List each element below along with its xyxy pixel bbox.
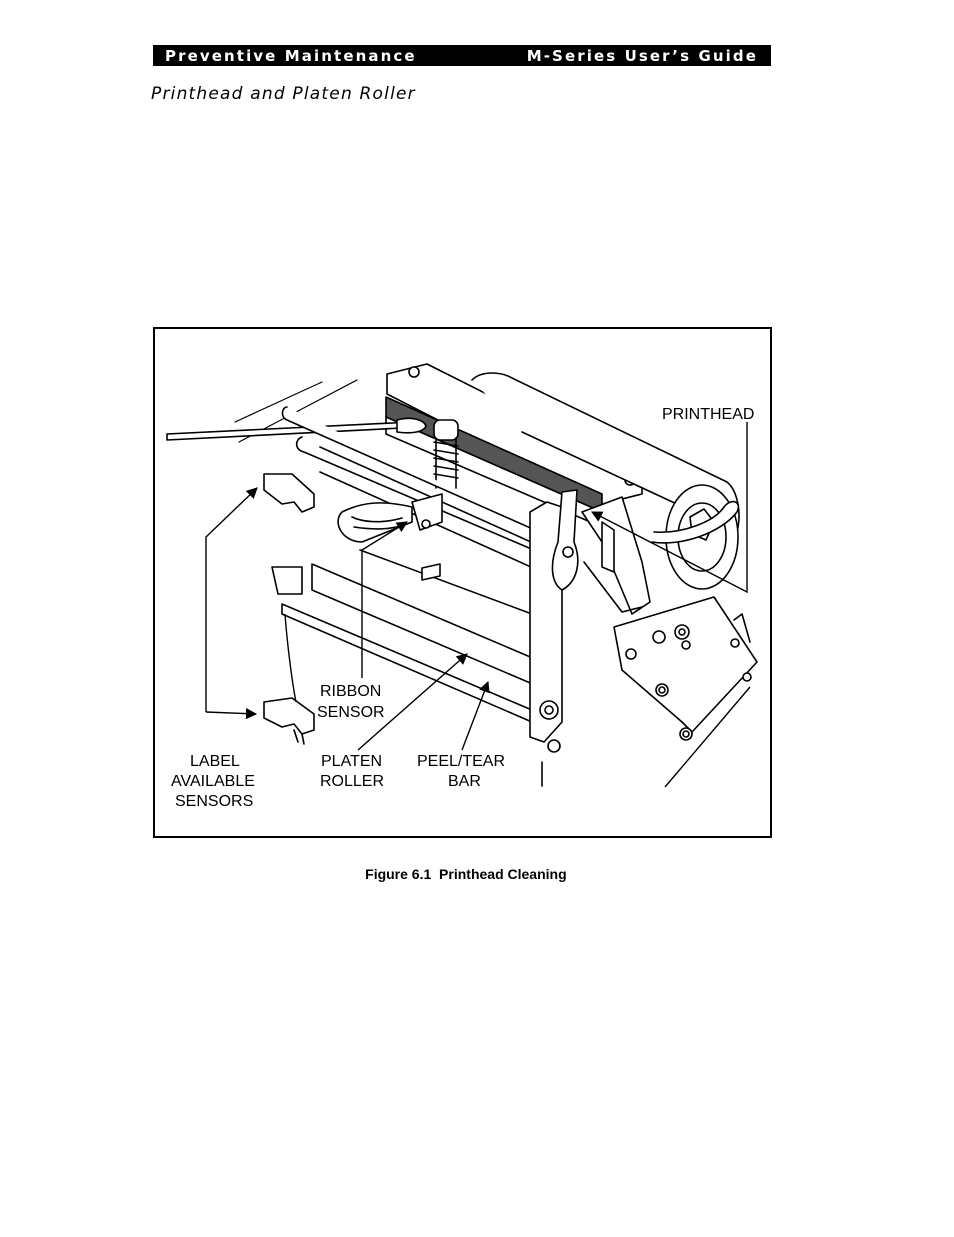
side-plate [613,596,758,733]
label-peel-tear-2: BAR [448,773,481,790]
printhead-top-plate [386,363,643,505]
label-platen-2: ROLLER [320,773,384,790]
label-platen-1: PLATEN [321,753,382,770]
figure-frame: PRINTHEAD RIBBON SENSOR LABEL AVAILABLE … [153,327,772,838]
upper-label-sensor [263,473,315,513]
label-peel-tear-1: PEEL/TEAR [417,753,505,770]
label-label-sensors-1: LABEL [190,753,240,770]
upper-roller [471,372,740,533]
header-guide-name: M-Series User’s Guide [526,46,758,65]
section-title: Printhead and Platen Roller [151,84,416,104]
release-lever [551,489,579,591]
cleaning-swab [166,421,423,441]
label-ribbon-sensor-1: RIBBON [320,683,381,700]
label-label-sensors-3: SENSORS [175,793,253,810]
page-header: Preventive Maintenance M-Series User’s G… [153,45,771,66]
label-printhead: PRINTHEAD [662,406,754,423]
label-label-sensors-2: AVAILABLE [171,773,255,790]
figure-caption: Figure 6.1 Printhead Cleaning [0,850,924,882]
figure-caption-text: Figure 6.1 Printhead Cleaning [365,866,567,882]
lower-label-sensor [263,697,315,735]
header-section-name: Preventive Maintenance [165,46,417,65]
label-ribbon-sensor-2: SENSOR [317,704,385,721]
